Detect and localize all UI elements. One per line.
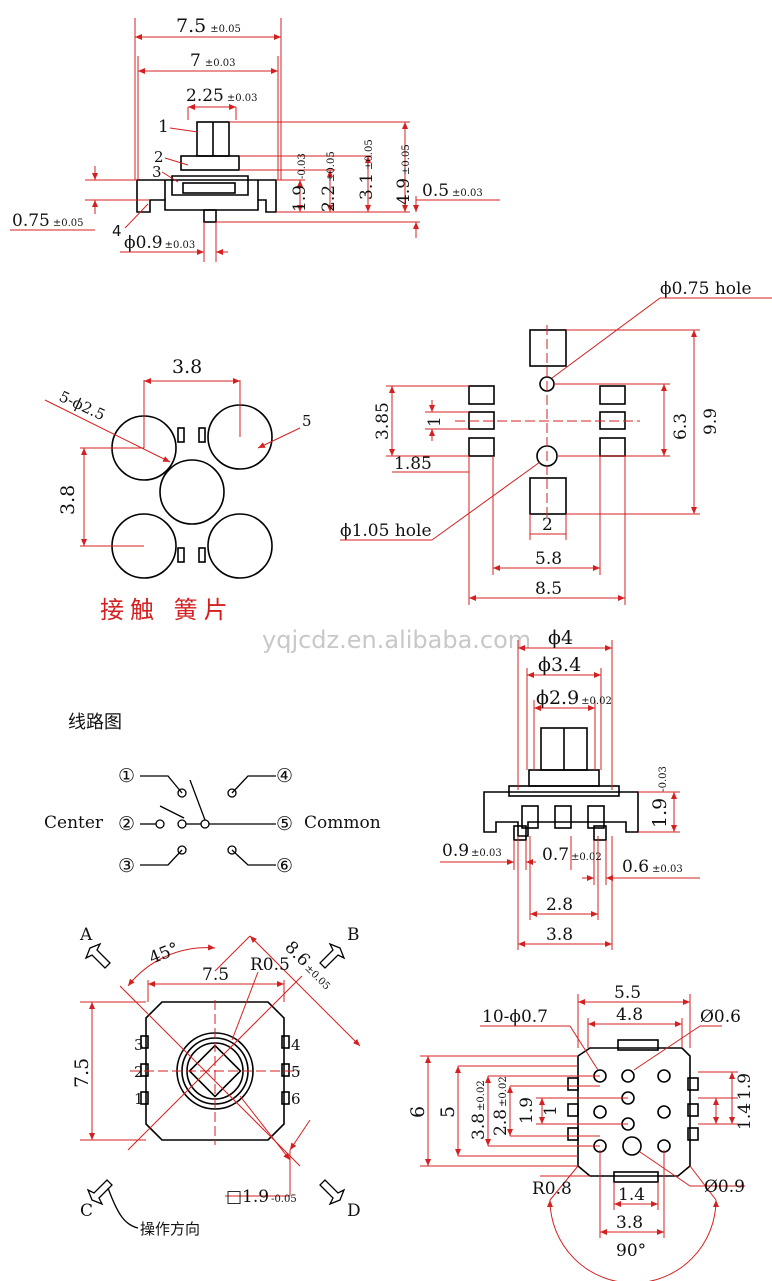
dim-8-5: 8.5 <box>535 579 562 599</box>
dir-c: C <box>80 1201 93 1221</box>
dim-d4: ϕ4 <box>548 627 573 649</box>
dir-b: B <box>347 925 360 945</box>
dim-7: 7±0.03 <box>190 51 235 71</box>
dim-4-9: 4.9±0.05 <box>394 144 414 205</box>
dim-1-9: 1.9-0.03 <box>290 153 310 212</box>
watermark: yqjcdz.en.alibaba.com <box>262 626 531 654</box>
dim-9-9: 9.9 <box>701 408 721 435</box>
label-center: Center <box>44 813 104 833</box>
circuit-title: 线路图 <box>68 712 122 733</box>
side-view-top: 7.5±0.05 7±0.03 2.25±0.03 1 2 3 4 1.9-0.… <box>10 15 500 262</box>
center-pin <box>203 209 217 223</box>
side-view-2: ϕ4 ϕ3.4 ϕ2.9±0.02 1.9-0.03 0.9±0.03 0.7±… <box>440 627 700 950</box>
arrow-d <box>319 1179 346 1206</box>
callout-4: 4 <box>112 222 122 240</box>
dim-1-9-right: 1.9 <box>735 1073 755 1100</box>
label-hole-0-75: ϕ0.75 hole <box>660 279 752 299</box>
pin-6: ⑥ <box>276 855 293 877</box>
dim-d0-9-bottom: Ø0.9 <box>704 1177 745 1197</box>
dir-d: D <box>347 1201 361 1221</box>
top-view: A B C D 45° 7.5 R0.5 8.6±0.05 7.5 3 2 1 … <box>71 925 361 1238</box>
pin-left-2: 2 <box>134 1063 144 1081</box>
dir-a: A <box>79 925 93 945</box>
arrow-a <box>84 942 111 969</box>
contact-spring: 3.8 3.8 5-ϕ2.5 5 接触 簧片 <box>44 356 312 624</box>
dim-2-8-bottom: 2.8±0.02 <box>491 1076 511 1136</box>
dim-d0-6: Ø0.6 <box>700 1007 741 1027</box>
label-hole-1-05: ϕ1.05 hole <box>340 521 432 541</box>
dim-3-1: 3.1±0.05 <box>357 139 377 200</box>
dim-r0-5: R0.5 <box>250 955 290 975</box>
callout-2: 2 <box>154 148 164 166</box>
callout-1: 1 <box>158 117 169 137</box>
callout-3: 3 <box>152 163 162 181</box>
dim-3-8-bottom: 3.8±0.02 <box>469 1080 489 1140</box>
angle-45: 45° <box>146 939 181 969</box>
label-10-holes: 10-ϕ0.7 <box>482 1007 548 1027</box>
pin-left-1: 1 <box>134 1090 144 1108</box>
dim-2-25: 2.25±0.03 <box>186 86 258 106</box>
housing <box>136 179 277 213</box>
dim-1: 1 <box>425 416 445 427</box>
label-common: Common <box>304 813 381 833</box>
arrow-b <box>319 942 346 969</box>
pin-5: ⑤ <box>276 813 293 835</box>
arrow-c <box>86 1179 113 1206</box>
dim-7-5-top: 7.5 <box>202 965 229 985</box>
pin-right-5: 5 <box>291 1063 301 1081</box>
dim-1-4-right: 1.4 <box>735 1103 755 1130</box>
dim-1-9-bottom: 1.9 <box>517 1097 537 1124</box>
dim-3-8: 3.8 <box>546 925 573 945</box>
pin-2: ② <box>118 813 135 835</box>
dim-3-8-base: 3.8 <box>616 1213 643 1233</box>
dim-5: 5 <box>437 1106 459 1118</box>
bottom-view: 5.5 4.8 10-ϕ0.7 Ø0.6 6 5 3.8±0.02 2.8±0.… <box>407 983 755 1281</box>
dim-5-5: 5.5 <box>614 983 641 1003</box>
dim-1-4: 1.4 <box>618 1185 645 1205</box>
angle-90: 90° <box>616 1241 646 1261</box>
dim-6-3: 6.3 <box>671 413 691 440</box>
pin-left-3: 3 <box>134 1036 144 1054</box>
pin-3: ③ <box>118 855 135 877</box>
dim-d3-4: ϕ3.4 <box>538 654 581 676</box>
dim-5-8: 5.8 <box>535 549 562 569</box>
dim-d0-9: ϕ0.9±0.03 <box>124 233 195 253</box>
pin-right-6: 6 <box>291 1090 301 1108</box>
dim-r0-8: R0.8 <box>532 1179 572 1199</box>
contact-spring-title: 接触 簧片 <box>100 596 234 624</box>
dim-0-9: 0.9±0.03 <box>442 841 502 861</box>
pcb-layout: ϕ0.75 hole ϕ1.05 hole 3.85 1 1.85 6.3 9.… <box>340 279 772 605</box>
dim-3-8-vertical: 3.8 <box>57 485 79 515</box>
callout-5: 5 <box>302 412 312 430</box>
dim-1-85: 1.85 <box>394 454 432 474</box>
label-operation-direction: 操作方向 <box>140 1220 200 1238</box>
dim-0-6: 0.6±0.03 <box>622 857 683 877</box>
dim-2-8: 2.8 <box>546 895 573 915</box>
dim-0-75: 0.75±0.05 <box>12 211 84 231</box>
pin-4: ④ <box>276 765 293 787</box>
dim-3-8-horizontal: 3.8 <box>172 356 202 378</box>
dim-4-8: 4.8 <box>616 1005 643 1025</box>
dim-7-5-side: 7.5 <box>71 1058 93 1088</box>
pin-right-4: 4 <box>291 1036 301 1054</box>
dim-7-5: 7.5±0.05 <box>176 15 241 37</box>
dim-sq-1-9: □1.9-0.05 <box>226 1187 297 1207</box>
dim-1-9: 1.9-0.03 <box>649 766 671 828</box>
dim-6: 6 <box>407 1106 429 1118</box>
dim-1-bottom: 1 <box>541 1105 561 1116</box>
dim-d2-9: ϕ2.9±0.02 <box>536 687 612 709</box>
dim-0-7: 0.7±0.02 <box>542 845 602 865</box>
circuit-diagram: 线路图 ① ② ③ ④ ⑤ ⑥ Center Common <box>44 712 381 877</box>
dim-0-5: 0.5±0.03 <box>422 181 483 201</box>
actuator-collar <box>180 155 240 171</box>
dim-2-2: 2.2±0.05 <box>319 151 339 212</box>
dim-3-85: 3.85 <box>373 402 393 440</box>
pin-1: ① <box>118 765 135 787</box>
dim-2: 2 <box>542 515 553 535</box>
